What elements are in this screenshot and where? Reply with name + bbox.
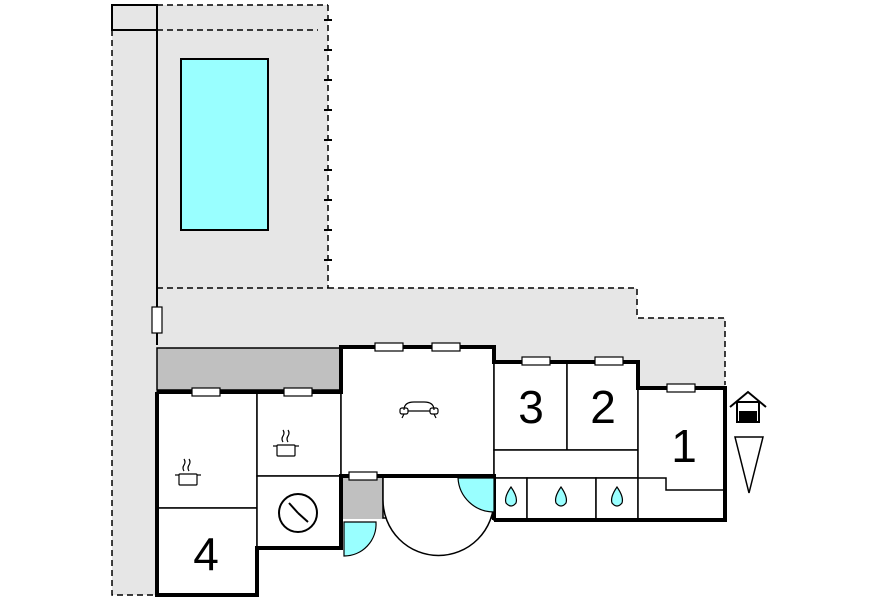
north-arrow-icon xyxy=(734,436,764,494)
sofa-icon xyxy=(399,401,439,419)
cooking-pot-icon xyxy=(273,429,299,457)
water-drop-icon xyxy=(554,485,568,507)
room-1-partition xyxy=(638,477,725,491)
window xyxy=(191,387,221,397)
clock-icon xyxy=(278,493,318,533)
water-drop-icon xyxy=(610,485,624,507)
room-label-2: 2 xyxy=(590,381,616,433)
room-label-1: 1 xyxy=(671,420,697,472)
room-kitchen-left xyxy=(156,391,258,509)
room-kitchen-right xyxy=(256,391,342,477)
covered-area xyxy=(156,347,341,391)
cooking-pot-icon xyxy=(175,458,201,486)
water-drop-icon xyxy=(504,485,518,507)
house-icon xyxy=(729,390,767,423)
window xyxy=(348,471,378,481)
room-1 xyxy=(637,387,726,521)
room-4 xyxy=(156,507,258,596)
windows xyxy=(191,342,696,481)
swimming-pool xyxy=(180,58,269,231)
door-swing-storage xyxy=(343,521,377,557)
terrace-boundary xyxy=(111,30,157,596)
outer-walls xyxy=(155,345,727,597)
room-clock xyxy=(256,475,342,549)
storage-shaded xyxy=(342,478,383,519)
window xyxy=(431,342,461,352)
window xyxy=(666,383,696,393)
window xyxy=(283,387,313,397)
terrace-boundary-front xyxy=(328,287,726,385)
gate-door xyxy=(151,306,163,334)
window xyxy=(521,356,551,366)
room-label-3: 3 xyxy=(518,381,544,433)
window xyxy=(594,356,624,366)
door-swing-entrance xyxy=(457,477,495,513)
room-2 xyxy=(566,361,639,451)
corridor xyxy=(493,449,639,479)
room-label-4: 4 xyxy=(193,528,219,580)
window xyxy=(374,342,404,352)
fence-ticks xyxy=(324,19,332,261)
gate-box xyxy=(111,4,158,31)
